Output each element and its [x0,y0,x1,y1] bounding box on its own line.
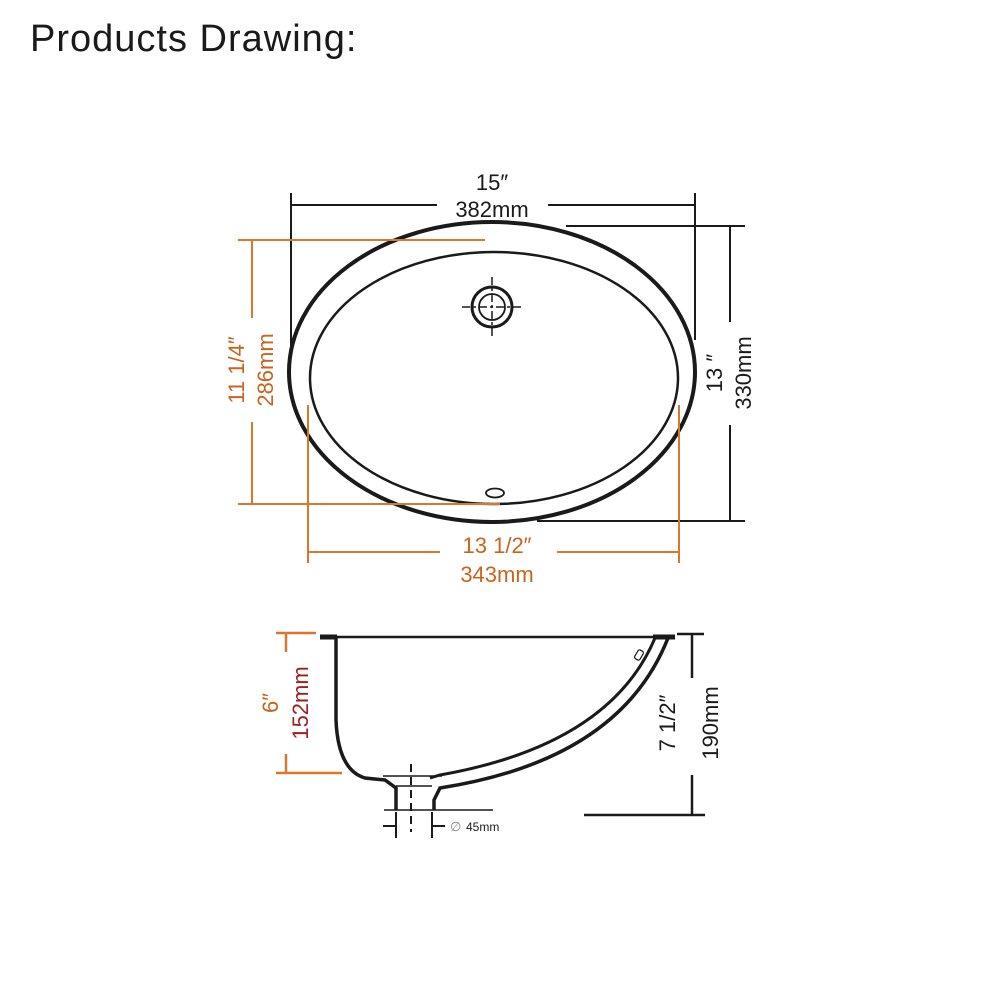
overall-depth-mm: 330mm [731,336,756,409]
bowl-depth-dimension: 11 1/4″ 286mm [224,239,500,505]
diameter-symbol: ∅ [450,819,461,834]
total-height-mm: 190mm [698,686,723,759]
bowl-depth-mm: 286mm [253,333,278,406]
bowl-height-inches: 6″ [258,693,283,713]
overflow-hole [634,649,644,661]
bowl-right-wall-outer [432,637,670,810]
top-view: 15″ 382mm 13 ″ 330mm 11 1/4″ 286mm [224,170,756,587]
bowl-height-mm: 152mm [288,666,313,739]
overall-width-mm: 382mm [455,197,528,222]
overall-depth-dimension: 13 ″ 330mm [537,225,756,522]
inner-bowl [308,250,680,506]
bowl-width-mm: 343mm [460,562,533,587]
page-title: Products Drawing: [30,18,358,60]
total-height-inches: 7 1/2″ [655,694,680,751]
overall-width-dimension: 15″ 382mm [290,170,696,350]
overall-width-inches: 15″ [476,170,508,195]
crosshair-drain-icon [462,277,522,339]
bowl-height-dimension: 6″ 152mm [258,631,342,775]
overall-depth-inches: 13 ″ [702,354,727,393]
overflow-slot-icon [485,487,505,499]
total-height-dimension: 7 1/2″ 190mm [584,632,723,817]
bowl-left-wall [334,638,398,810]
bowl-right-wall-inner [429,637,657,780]
outer-rim [287,220,697,524]
bowl-width-inches: 13 1/2″ [463,533,532,558]
bowl-depth-inches: 11 1/4″ [224,336,249,404]
drain-diameter-value: 45mm [466,820,499,834]
side-view: ∅ 45mm 6″ 152mm 7 1/2″ 190mm [258,631,723,838]
bowl-width-dimension: 13 1/2″ 343mm [307,405,680,587]
